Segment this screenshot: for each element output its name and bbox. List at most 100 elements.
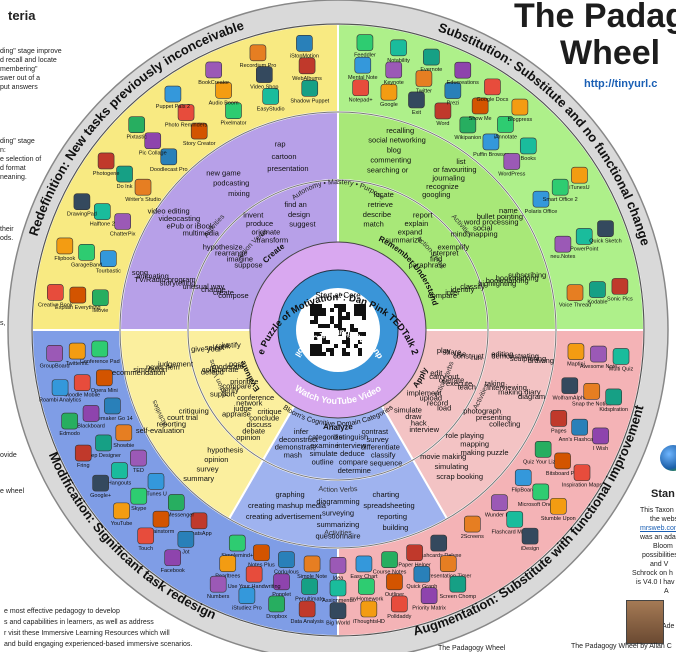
app-icon[interactable]: Story Creator (183, 122, 216, 147)
app-icon[interactable]: DrawingPad (67, 193, 97, 218)
app-icon[interactable]: Notes Plus (248, 544, 275, 569)
app-icon[interactable]: Screen Chomp (439, 575, 476, 600)
app-icon[interactable]: Kidsplration (599, 388, 628, 413)
app-icon[interactable]: WolframAlpha (553, 377, 588, 402)
app-icon[interactable]: Brainstorm (148, 510, 175, 535)
app-icon[interactable]: Tourbastic (96, 250, 121, 275)
app-icon[interactable]: Mental Note (348, 56, 378, 81)
app-icon[interactable]: Showbie (113, 424, 134, 449)
app-icon[interactable]: Microsoft OneNote (518, 483, 564, 508)
app-icon[interactable]: Snap the Notion (572, 382, 611, 407)
app-icon[interactable]: Recordium Pro (240, 44, 277, 69)
app-icon[interactable]: Puffin Browser (473, 133, 509, 158)
app-icon[interactable]: Pic Collage (139, 132, 167, 157)
app-icon[interactable]: Wunder List (485, 494, 515, 519)
app-icon[interactable]: Popplet (272, 573, 291, 598)
app-icon[interactable]: Exit (408, 91, 425, 116)
app-icon[interactable]: Inspiration Maps (562, 464, 603, 489)
app-icon[interactable]: Polldaddy (387, 595, 412, 620)
app-icon[interactable]: Polaris Office (525, 190, 558, 215)
app-icon[interactable]: Filemaker Go 14 (92, 397, 133, 422)
app-icon[interactable]: BookCreator (198, 61, 229, 86)
app-icon[interactable]: Easy Chart (350, 555, 378, 580)
app-icon[interactable]: Quiz Your Lizard (523, 440, 563, 465)
app-icon[interactable]: Flashcard Machine (492, 511, 538, 535)
app-icon[interactable]: Conference Pad (80, 340, 120, 365)
app-icon[interactable]: iThoughtsHD (353, 600, 385, 625)
app-icon[interactable]: Outliner (385, 573, 404, 598)
app-icon[interactable]: Audio Boom (209, 81, 239, 106)
app-icon[interactable]: Flipbook (54, 237, 75, 262)
app-icon[interactable]: Halftone 2 (90, 203, 115, 228)
app-icon[interactable]: Paper Helper (398, 544, 431, 569)
app-icon[interactable]: YouTube (111, 502, 133, 527)
app-icon[interactable]: Simple Note (297, 555, 327, 580)
app-icon[interactable]: Photo Reminders (165, 104, 208, 129)
app-icon[interactable]: Notability (387, 39, 410, 64)
app-icon[interactable]: Books (519, 137, 537, 162)
app-icon[interactable]: Big World (326, 602, 350, 627)
app-icon[interactable]: Notepad+ (349, 79, 373, 104)
app-icon[interactable]: Smart Office 2 (543, 178, 578, 203)
app-icon[interactable]: Assignments (322, 579, 354, 604)
app-icon[interactable]: iStudiez Pro (232, 587, 262, 612)
mrsweb-link[interactable]: mrsweb.com (640, 525, 676, 532)
app-icon[interactable]: Multi Quiz (609, 348, 634, 372)
app-icon[interactable]: Touch (137, 527, 154, 552)
app-icon[interactable]: Photogene (93, 152, 120, 177)
app-icon[interactable]: Penultimate (295, 578, 324, 602)
app-icon[interactable]: Quick Sketch (589, 220, 622, 245)
app-icon[interactable]: Bitsboard Pro (546, 452, 579, 477)
app-icon[interactable]: GroupBoard (40, 344, 70, 369)
app-icon[interactable]: Dropbox (266, 595, 287, 620)
app-icon[interactable]: Google Docs (477, 78, 509, 103)
app-icon[interactable]: Voice Thread (559, 284, 591, 309)
app-icon[interactable]: Twitterific (66, 342, 89, 367)
app-icon[interactable]: Maptini (567, 343, 585, 368)
app-icon[interactable]: Priority Matrix (412, 587, 446, 612)
app-icon[interactable]: Keynote (384, 61, 404, 86)
app-icon[interactable]: Hangouts (108, 462, 132, 487)
app-icon[interactable]: WhatsApp (186, 512, 212, 537)
app-icon[interactable]: Blackboard (77, 405, 105, 429)
app-icon[interactable]: I Wish (592, 427, 609, 452)
app-icon[interactable]: Evernote (420, 48, 442, 73)
app-icon[interactable]: Fring (74, 444, 92, 469)
app-icon[interactable]: Quick Graph (406, 565, 437, 590)
app-icon[interactable]: Corkulous (274, 551, 299, 576)
app-icon[interactable]: Ann's Flashcards (559, 418, 601, 443)
app-icon[interactable]: Skype (130, 487, 148, 512)
app-icon[interactable]: Data Analysis (290, 600, 324, 625)
app-icon[interactable]: Opera Mini (91, 369, 118, 394)
app-icon[interactable]: PowerPoint (570, 228, 599, 252)
tinyurl-link[interactable]: http://tinyurl.c (584, 78, 658, 90)
app-icon[interactable]: Prezi (444, 82, 462, 107)
app-icon[interactable]: Word (434, 102, 452, 127)
app-icon[interactable]: Do Ink (116, 165, 133, 190)
app-icon[interactable]: Educreations (447, 61, 479, 86)
app-icon[interactable]: Moodle Mobile (64, 374, 100, 399)
app-icon[interactable]: Twitter (415, 70, 433, 94)
app-icon[interactable]: GarageBand (71, 244, 102, 268)
app-icon[interactable]: Show Me (469, 97, 492, 122)
app-icon[interactable]: Awesome Note (580, 345, 617, 370)
app-icon[interactable]: Feeddler (354, 34, 376, 59)
app-icon[interactable]: Shadow Puppet (290, 80, 330, 104)
app-icon[interactable]: ChatterPix (110, 213, 136, 238)
app-icon[interactable]: Doodlecast Pro (150, 148, 188, 173)
app-icon[interactable]: Facebook (161, 549, 185, 574)
app-icon[interactable]: iTunes U (145, 473, 167, 497)
app-icon[interactable]: Blogpress (508, 98, 533, 123)
app-icon[interactable]: Edmodo (59, 412, 80, 437)
qr-code[interactable] (310, 304, 366, 356)
app-icon[interactable]: WordPress (498, 153, 526, 177)
app-icon[interactable]: Presentation Timer (425, 555, 472, 580)
app-icon[interactable]: Simplemind+ (221, 534, 253, 559)
app-icon[interactable]: FlipBoard (511, 469, 535, 494)
app-icon[interactable]: Step Designer (86, 434, 121, 459)
app-icon[interactable]: FB Messenger (158, 494, 194, 518)
app-icon[interactable]: Roambi Analytics (39, 379, 81, 404)
app-icon[interactable]: Wikipanion (454, 116, 481, 141)
app-icon[interactable]: neu.Notes (550, 235, 576, 260)
app-icon[interactable]: Pearltrees (215, 555, 241, 580)
